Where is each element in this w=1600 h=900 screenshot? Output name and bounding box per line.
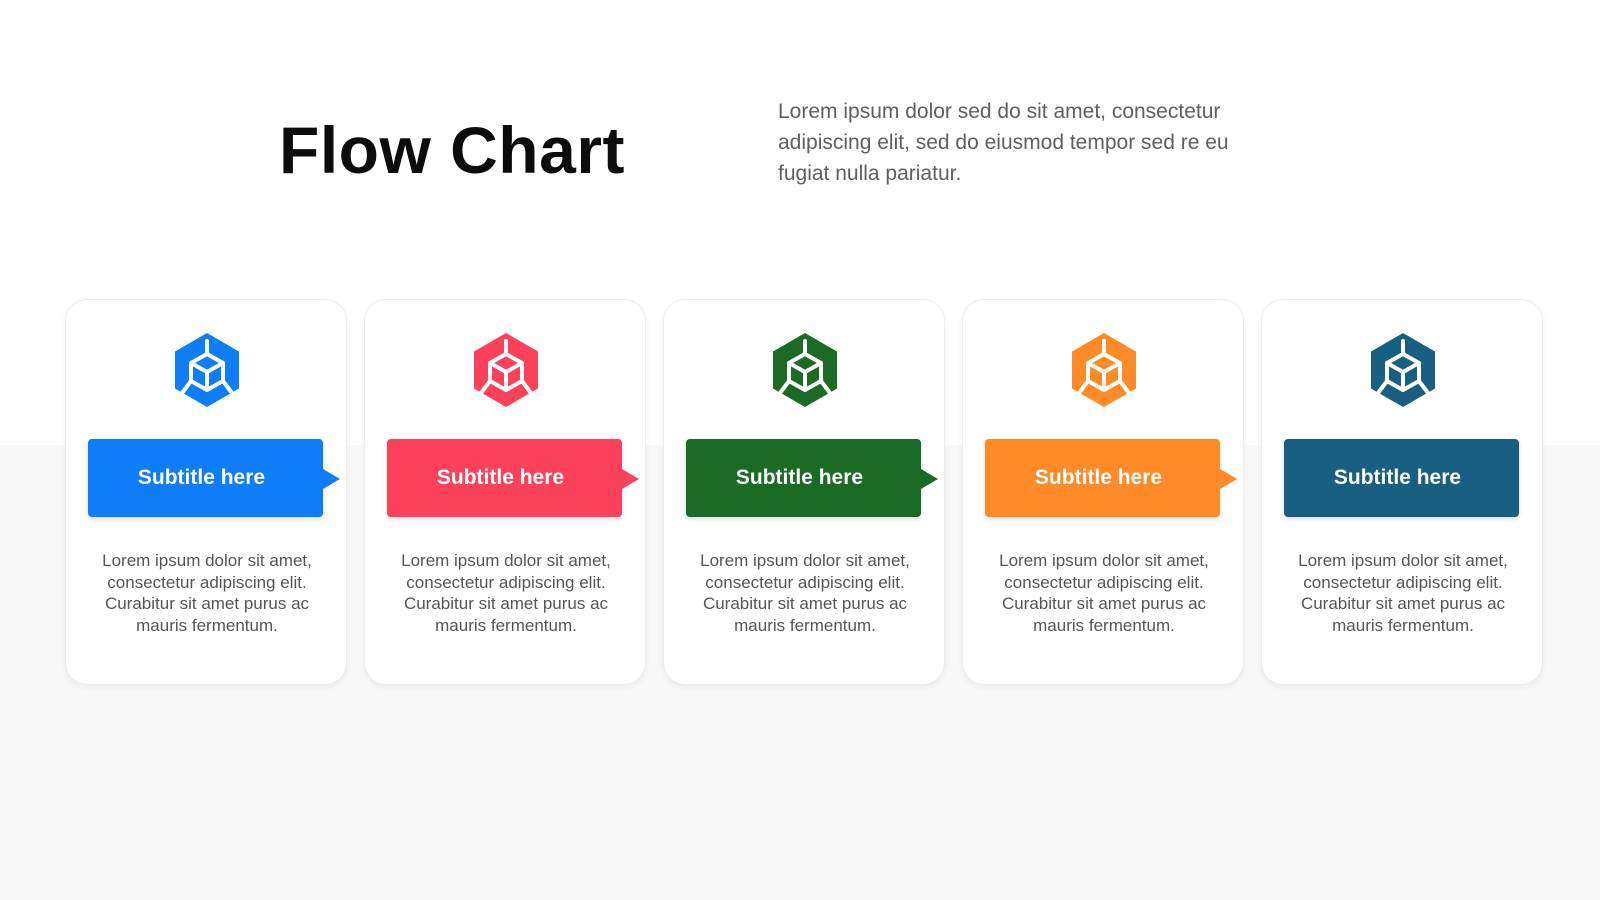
step-subtitle: Subtitle here	[1034, 466, 1163, 489]
step-subtitle-box: Subtitle here	[686, 439, 938, 517]
step-description: Lorem ipsum dolor sit amet, consectetur …	[700, 551, 910, 635]
cube-hexagon-icon	[1369, 332, 1437, 408]
cube-hexagon-icon	[472, 332, 540, 408]
flow-step-card-5: Subtitle here Lorem ipsum dolor sit amet…	[1261, 299, 1543, 685]
flow-step-card-4: Subtitle here Lorem ipsum dolor sit amet…	[962, 299, 1244, 685]
step-description: Lorem ipsum dolor sit amet, consectetur …	[401, 551, 611, 635]
flow-arrow	[622, 469, 639, 489]
step-subtitle: Subtitle here	[1333, 466, 1462, 489]
flow-step-card-1: Subtitle here Lorem ipsum dolor sit amet…	[65, 299, 347, 685]
step-subtitle: Subtitle here	[137, 466, 266, 489]
cube-hexagon-icon	[173, 332, 241, 408]
step-description: Lorem ipsum dolor sit amet, consectetur …	[999, 551, 1209, 635]
step-subtitle: Subtitle here	[735, 466, 864, 489]
flow-arrow	[323, 469, 340, 489]
step-description: Lorem ipsum dolor sit amet, consectetur …	[1298, 551, 1508, 635]
flow-arrow	[921, 469, 938, 489]
flow-step-card-3: Subtitle here Lorem ipsum dolor sit amet…	[663, 299, 945, 685]
intro-paragraph: Lorem ipsum dolor sed do sit amet, conse…	[778, 100, 1229, 185]
step-subtitle-box: Subtitle here	[88, 439, 340, 517]
step-subtitle-box: Subtitle here	[387, 439, 639, 517]
page-title: Flow Chart	[279, 113, 625, 187]
step-subtitle-box: Subtitle here	[985, 439, 1237, 517]
step-subtitle: Subtitle here	[436, 466, 565, 489]
flow-arrow	[1220, 469, 1237, 489]
cube-hexagon-icon	[1070, 332, 1138, 408]
step-subtitle-box: Subtitle here	[1284, 439, 1519, 517]
cube-hexagon-icon	[771, 332, 839, 408]
flow-step-card-2: Subtitle here Lorem ipsum dolor sit amet…	[364, 299, 646, 685]
step-description: Lorem ipsum dolor sit amet, consectetur …	[102, 551, 312, 635]
